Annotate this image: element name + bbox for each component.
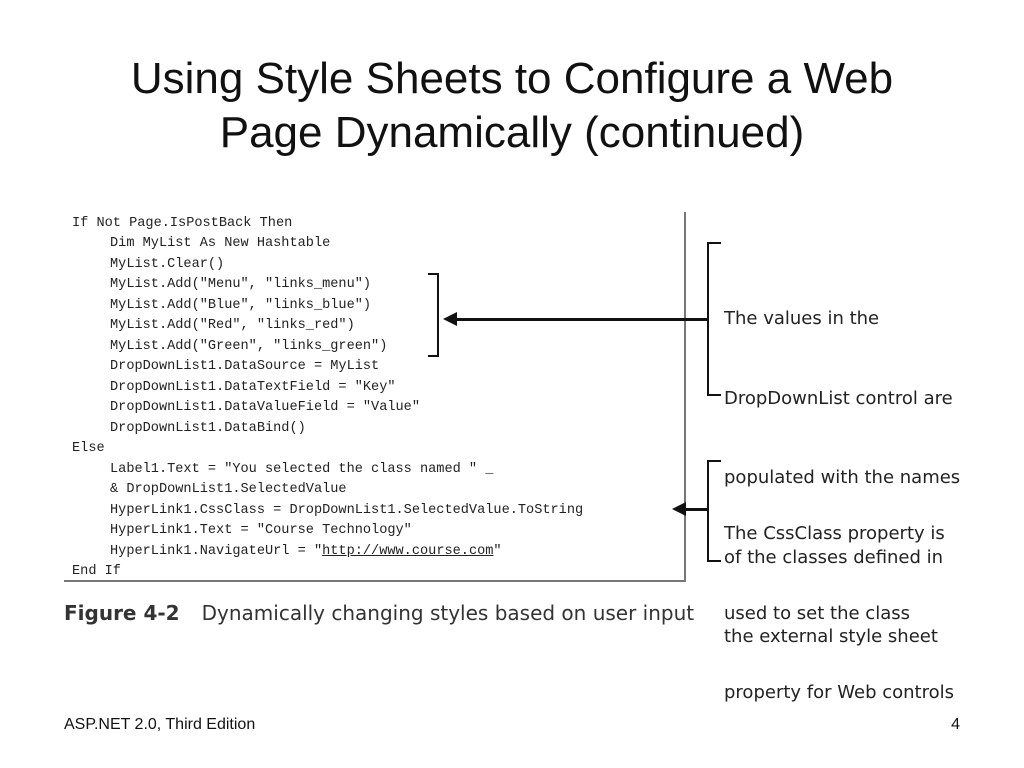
- code-line: End If: [72, 564, 121, 579]
- code-line: DropDownList1.DataBind(): [110, 421, 306, 436]
- code-bracket-1: [428, 273, 439, 357]
- callout-bracket-2: [707, 460, 721, 562]
- code-text: HyperLink1.NavigateUrl = ": [110, 544, 323, 559]
- code-line: MyList.Add("Menu", "links_menu"): [110, 277, 372, 292]
- footer-book-title: ASP.NET 2.0, Third Edition: [64, 716, 256, 733]
- callout-line: DropDownList control are: [724, 387, 953, 409]
- code-line: MyList.Clear(): [110, 257, 225, 272]
- slide-number: 4: [951, 716, 960, 733]
- slide-title: Using Style Sheets to Configure a Web Pa…: [0, 52, 1024, 160]
- code-line: Else: [72, 441, 105, 456]
- callout-line: The values in the: [724, 308, 880, 329]
- code-line: MyList.Add("Red", "links_red"): [110, 318, 355, 333]
- code-line: DropDownList1.DataValueField = "Value": [110, 400, 420, 415]
- arrow-line-1: [455, 318, 709, 321]
- callout-dropdown-values: The values in the DropDownList control a…: [724, 253, 960, 677]
- callout-line: The CssClass property is: [724, 523, 945, 544]
- callout-line: populated with the names: [724, 467, 961, 488]
- slide-title-line-2: Page Dynamically (continued): [219, 108, 805, 157]
- callout-line: used to set the class: [724, 602, 910, 624]
- callout-line: of the classes defined in: [724, 546, 944, 568]
- slide-title-line-1: Using Style Sheets to Configure a Web: [130, 54, 894, 103]
- code-line: If Not Page.IsPostBack Then: [72, 216, 293, 231]
- figure-number: Figure 4-2: [64, 601, 180, 625]
- code-line: Label1.Text = "You selected the class na…: [110, 462, 494, 477]
- arrow-head-2: [672, 502, 686, 516]
- callout-cssclass: The CssClass property is used to set the…: [724, 468, 954, 733]
- code-line: DropDownList1.DataTextField = "Key": [110, 380, 396, 395]
- code-line: DropDownList1.DataSource = MyList: [110, 359, 380, 374]
- arrow-head-1: [443, 312, 457, 326]
- callout-bracket-1: [707, 242, 721, 396]
- code-line: HyperLink1.Text = "Course Technology": [110, 523, 412, 538]
- arrow-line-2: [684, 508, 709, 511]
- figure-caption: Figure 4-2 Dynamically changing styles ba…: [64, 601, 694, 625]
- code-line: & DropDownList1.SelectedValue: [110, 482, 347, 497]
- callout-line: property for Web controls: [724, 682, 954, 703]
- code-listing: If Not Page.IsPostBack Then Dim MyList A…: [64, 212, 686, 582]
- code-line: MyList.Add("Blue", "links_blue"): [110, 298, 372, 313]
- code-text: ": [493, 544, 502, 559]
- code-line: HyperLink1.CssClass = DropDownList1.Sele…: [110, 503, 584, 518]
- course-url-link[interactable]: http://www.course.com: [322, 544, 494, 559]
- callout-line: the external style sheet: [724, 626, 938, 647]
- figure-caption-text: Dynamically changing styles based on use…: [201, 601, 695, 625]
- code-line: MyList.Add("Green", "links_green"): [110, 339, 388, 354]
- code-line: Dim MyList As New Hashtable: [110, 236, 331, 251]
- code-line: HyperLink1.NavigateUrl = "http://www.cou…: [110, 542, 502, 562]
